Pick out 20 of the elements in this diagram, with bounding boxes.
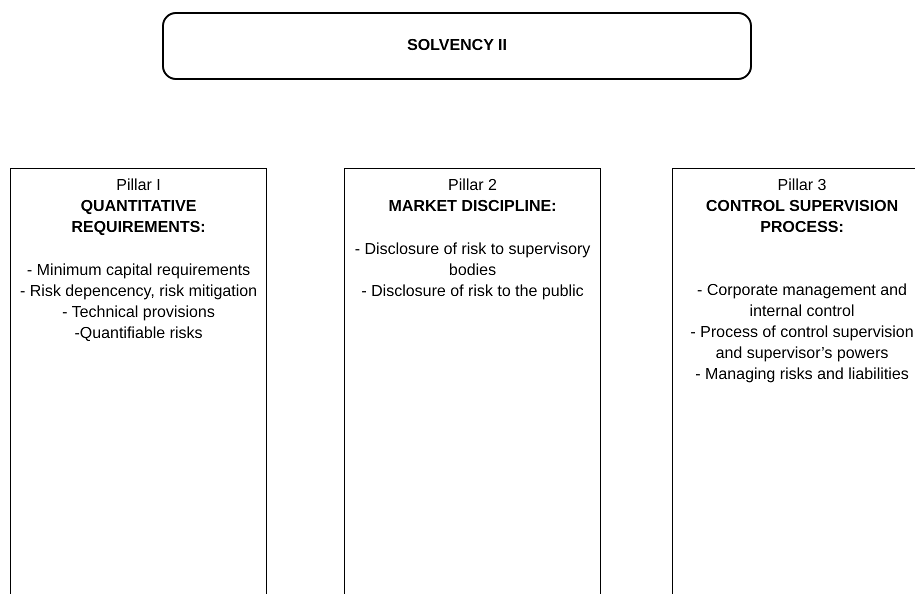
bullet-item: - Risk depencency, risk mitigation — [20, 282, 258, 302]
bullet-item: - Technical provisions — [62, 303, 215, 323]
pillar-box — [10, 168, 267, 594]
bullet-item: - Managing risks and liabilities — [695, 365, 909, 385]
bullet-item: - Disclosure of risk to the public — [361, 282, 584, 302]
pillar-label: Pillar 2 — [448, 176, 497, 196]
pillar-heading: MARKET DISCIPLINE: — [388, 197, 556, 217]
bullet-item: - Process of control supervision and supervisor’s powers — [689, 323, 915, 364]
bullet-item: - Disclosure of risk to supervisory bodies — [354, 240, 592, 281]
bullet-item: - Minimum capital requirements — [26, 261, 250, 281]
pillar-box — [344, 168, 601, 594]
pillar-heading: QUANTITATIVE REQUIREMENTS: — [70, 197, 207, 238]
bullet-item: - Corporate management and internal control — [696, 281, 908, 322]
pillar-label: Pillar I — [116, 176, 161, 196]
pillar-box — [672, 168, 915, 594]
pillar-heading: CONTROL SUPERVISION PROCESS: — [704, 197, 900, 238]
title-text: SOLVENCY II — [407, 37, 507, 55]
bullet-item: -Quantifiable risks — [74, 324, 203, 344]
pillar-label: Pillar 3 — [778, 176, 826, 196]
title-box — [162, 12, 752, 80]
